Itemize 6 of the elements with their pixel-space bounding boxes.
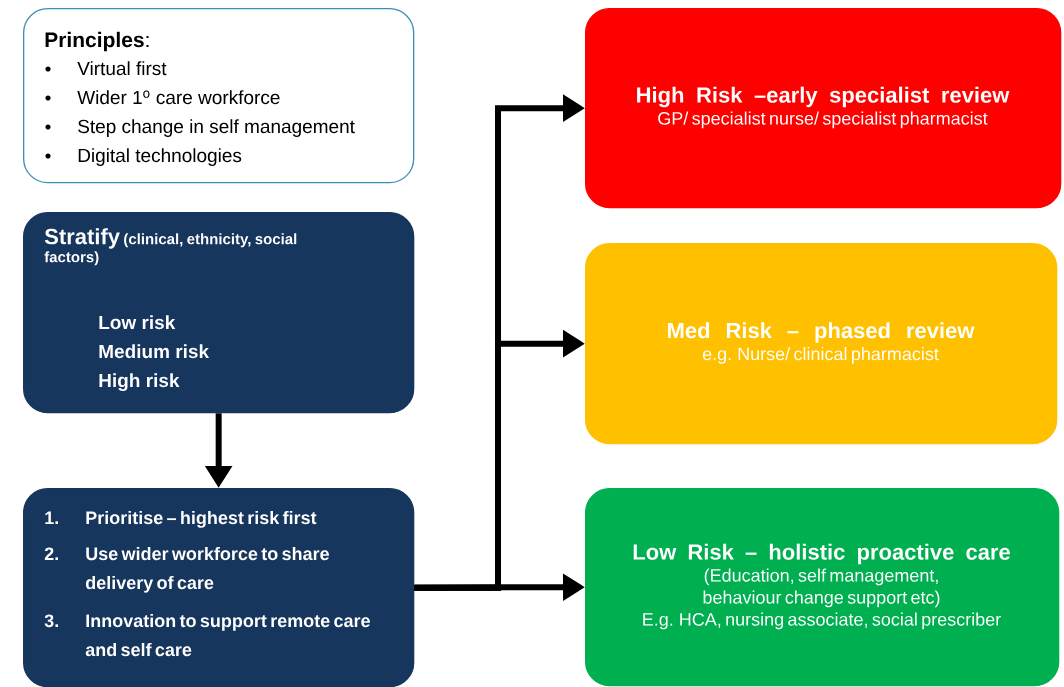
- process-box: Stratify (clinical, ethnicity, social factors) Low risk Medium risk High risk: [23, 212, 415, 414]
- risk-box: High Risk –early specialist review GP/ specialist nurse/ specialist pharmacist: [585, 8, 1062, 209]
- principles-box: Principles: Virtual first Wider 1$^{o}$ care workforce Step change in self management Digital technologies: [23, 8, 415, 184]
- risk-box: Med Risk – phased review e.g. Nurse/ clinical pharmacist: [585, 243, 1058, 445]
- risk-box: Low Risk – holistic proactive care (Education, self management, behaviour change support etc) E.g. HCA, nursing associate, social prescriber: [585, 488, 1060, 687]
- process-box: 1. Prioritise – highest risk first 2. Use wider workforce to share delivery of care 3. Innovation to support remote care and self care: [23, 488, 415, 687]
